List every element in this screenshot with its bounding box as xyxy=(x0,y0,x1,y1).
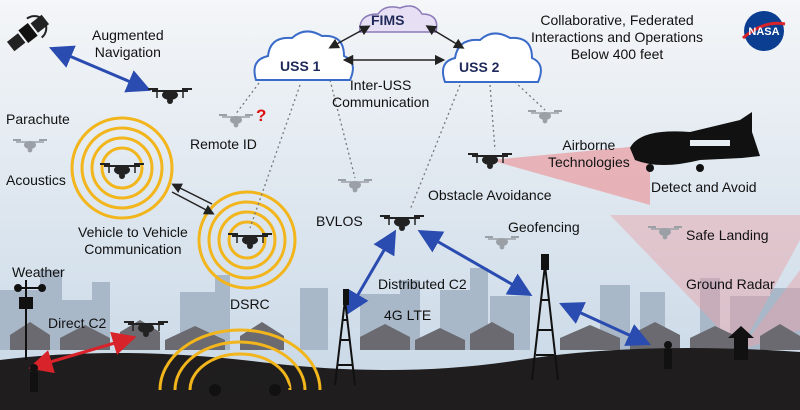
uss1-label: USS 1 xyxy=(280,58,321,74)
ground-radar-cone-left xyxy=(610,215,800,350)
dsrc-label: DSRC xyxy=(230,296,270,312)
dsrc-signal-arcs xyxy=(158,328,322,391)
obstacle-avoidance-label: Obstacle Avoidance xyxy=(428,187,552,203)
remote-id-question-mark: ? xyxy=(256,106,267,125)
parachute-label: Parachute xyxy=(6,111,70,127)
direct-c2-label: Direct C2 xyxy=(48,315,107,331)
airborne-technologies-label: Airborne Technologies xyxy=(548,137,630,170)
collaborative-caption: Collaborative, Federated Interactions an… xyxy=(531,12,703,62)
remote-id-label: Remote ID xyxy=(190,136,257,152)
ground xyxy=(0,347,800,410)
geofencing-label: Geofencing xyxy=(508,219,580,235)
satellite-icon xyxy=(6,14,50,52)
uss2-label: USS 2 xyxy=(459,59,500,75)
direct-c2-arrow xyxy=(28,331,137,374)
nasa-logo-text: NASA xyxy=(748,26,779,38)
fims-cloud xyxy=(359,5,438,33)
nasa-logo-icon: NASA xyxy=(742,11,786,51)
safe-landing-label: Safe Landing xyxy=(686,227,769,243)
acoustics-label: Acoustics xyxy=(6,172,66,188)
fims-label: FIMS xyxy=(371,12,405,28)
blue-link-arrows xyxy=(48,45,651,346)
radar-icon xyxy=(728,326,754,360)
airborne-sensing-cone xyxy=(490,145,650,205)
person-icon xyxy=(664,341,672,369)
houses-row xyxy=(10,320,800,350)
v2v-communication-label: Vehicle to Vehicle Communication xyxy=(78,224,188,257)
cell-tower-icon xyxy=(531,254,559,381)
v2v-arrows xyxy=(171,183,215,215)
uss2-cloud xyxy=(442,32,542,83)
car-icon xyxy=(200,366,290,396)
detect-and-avoid-label: Detect and Avoid xyxy=(651,179,757,195)
v2v-signal-rings-lower xyxy=(197,190,297,290)
ground-radar-label: Ground Radar xyxy=(686,276,775,292)
weather-station-icon xyxy=(14,280,46,360)
bvlos-label: BVLOS xyxy=(316,213,363,229)
augmented-navigation-label: Augmented Navigation xyxy=(92,27,164,60)
person-icon xyxy=(30,364,38,392)
cell-tower-icon xyxy=(334,289,356,386)
cloud-link-arrows xyxy=(328,25,465,66)
distributed-c2-label: Distributed C2 xyxy=(378,276,467,292)
inter-uss-label: Inter-USS Communication xyxy=(332,77,430,110)
weather-label: Weather xyxy=(12,264,65,280)
4g-lte-label: 4G LTE xyxy=(384,307,432,323)
v2v-signal-rings-upper xyxy=(70,116,174,220)
airplane-icon xyxy=(630,112,760,172)
